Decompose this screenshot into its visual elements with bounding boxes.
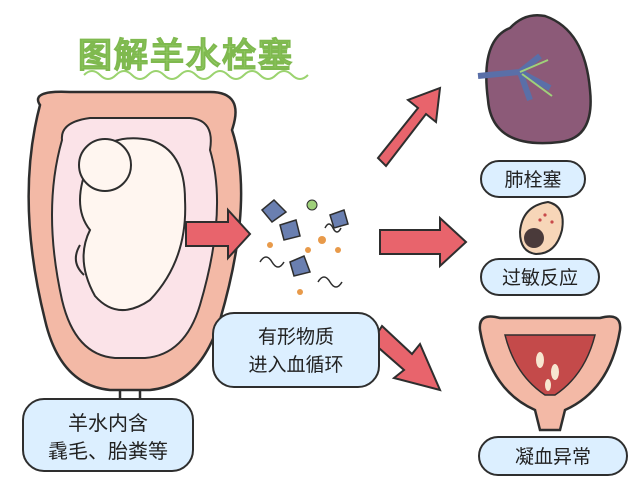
coagulation-abnormality-label: 凝血异常 <box>478 436 628 476</box>
diagram-title: 图解羊水栓塞 <box>78 36 294 77</box>
particles-line-2: 进入血循环 <box>248 354 344 376</box>
title-underline <box>83 70 309 80</box>
allergic-reaction-label: 过敏反应 <box>480 258 600 296</box>
uterus-illustration <box>478 315 622 432</box>
particles-line-1: 有形物质 <box>257 326 334 348</box>
cell-illustration <box>518 200 564 256</box>
amniotic-fluid-box: 羊水内含 毳毛、胎粪等 <box>22 398 194 472</box>
lung-embolism-label: 肺栓塞 <box>480 160 586 198</box>
arrow-to-coagulation <box>370 324 442 392</box>
arrow-to-allergy <box>379 215 468 269</box>
lung-illustration <box>477 14 592 145</box>
uterus-fetus-illustration <box>27 90 243 410</box>
arrow-to-particles <box>185 207 252 261</box>
arrow-to-lung <box>376 86 442 168</box>
amniotic-line-1: 羊水内含 <box>68 411 148 435</box>
amniotic-line-2: 毳毛、胎粪等 <box>48 439 168 463</box>
particles-box: 有形物质 进入血循环 <box>212 312 380 388</box>
particles-illustration <box>259 198 349 295</box>
